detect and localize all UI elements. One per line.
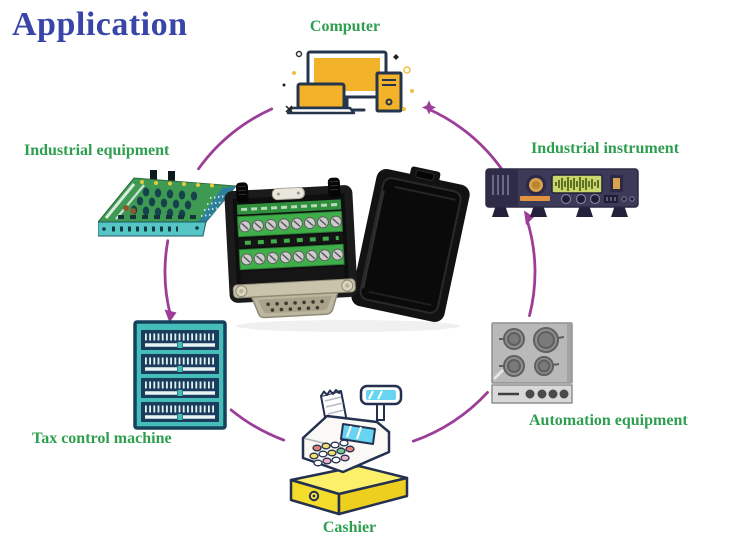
computer-icon — [282, 50, 414, 115]
label-industrial-equipment: Industrial equipment — [24, 142, 170, 159]
sparkle-icon — [422, 100, 436, 115]
cash-register-icon — [289, 384, 409, 516]
arc-computer-to-instrument — [426, 107, 503, 171]
arrowhead-down-icon — [164, 309, 177, 323]
arc-left-vertical — [163, 239, 172, 317]
label-industrial-instrument: Industrial instrument — [531, 140, 680, 157]
cooktop-icon — [491, 322, 573, 404]
page-title: Application — [12, 6, 188, 43]
arc-cashier-to-tax — [229, 408, 286, 442]
decor-dots-icon — [282, 50, 414, 113]
instrument-icon — [485, 168, 639, 217]
cover-open — [351, 166, 470, 322]
tax-machine-icon — [133, 320, 227, 430]
label-computer: Computer — [309, 18, 381, 35]
label-automation-equipment: Automation equipment — [529, 412, 688, 429]
arrowhead-up-icon — [524, 210, 534, 225]
product-photo-db25-breakout-module — [224, 166, 470, 332]
label-cashier: Cashier — [322, 519, 377, 536]
arc-automation-to-cashier — [411, 391, 489, 443]
terminal-module — [224, 177, 358, 319]
label-tax-control-machine: Tax control machine — [32, 430, 172, 447]
arc-instrument-to-automation — [525, 218, 537, 317]
circuit-board-icon — [98, 170, 238, 237]
arc-equipment-to-computer — [197, 107, 274, 171]
